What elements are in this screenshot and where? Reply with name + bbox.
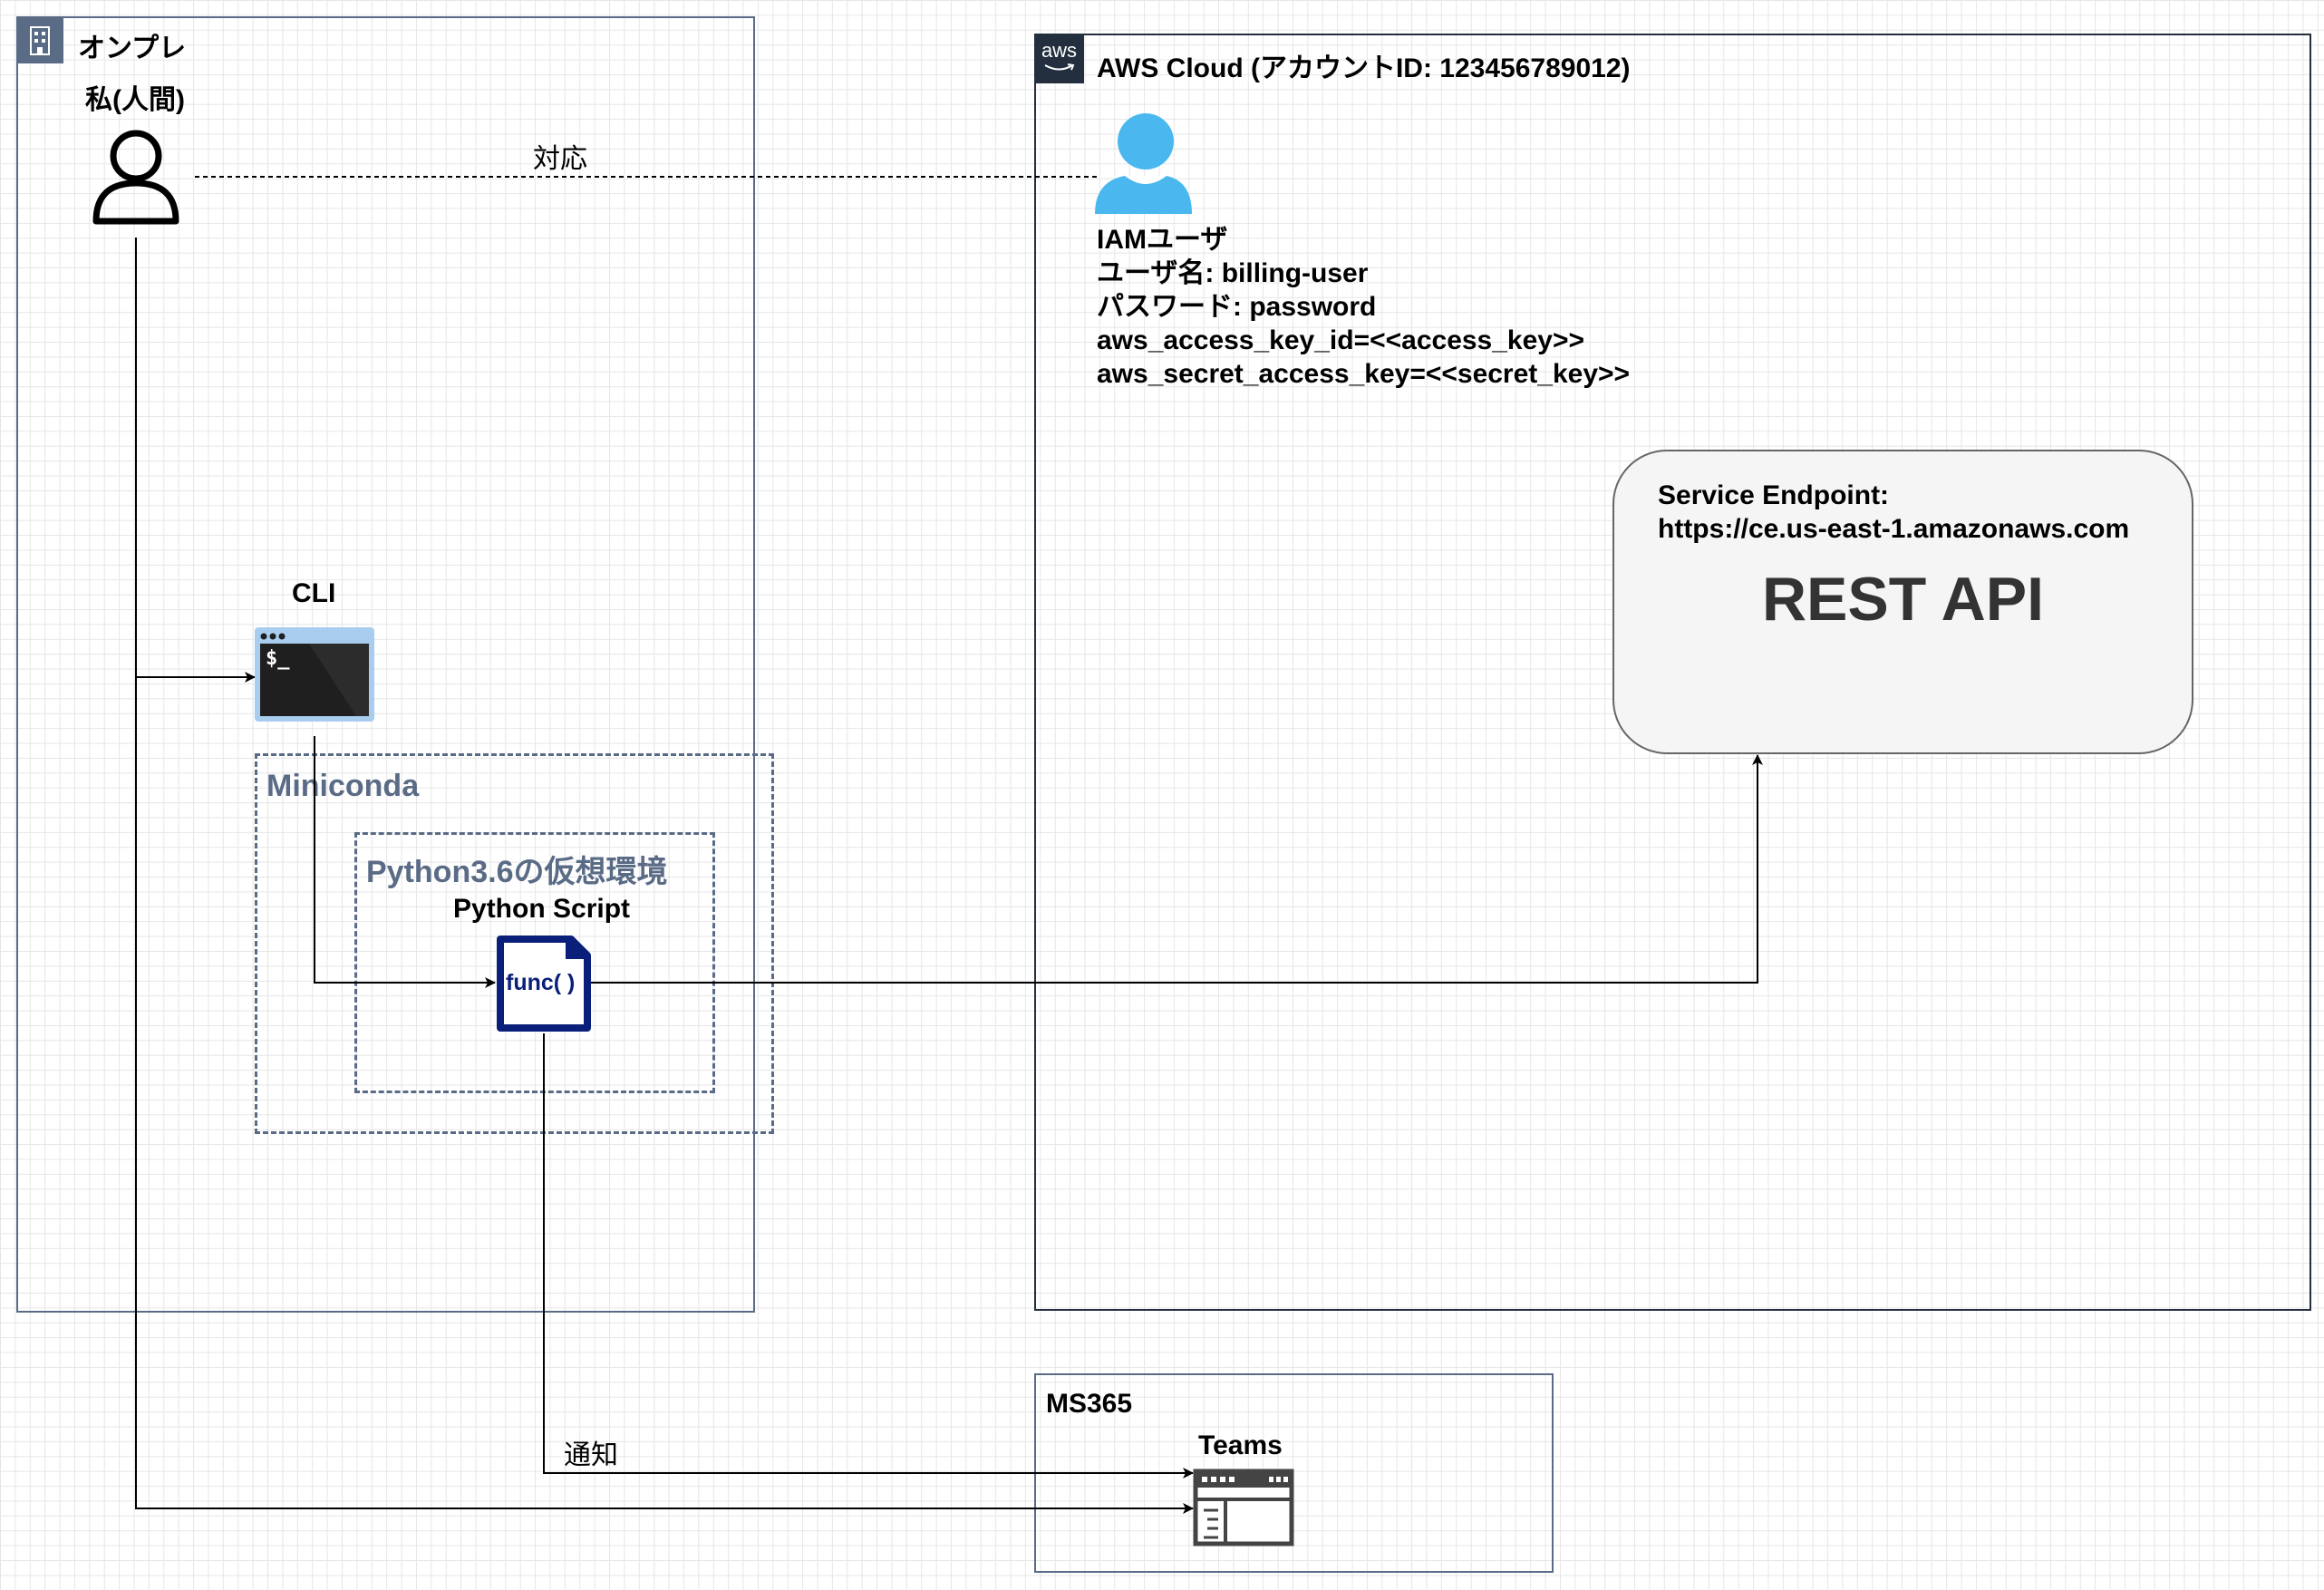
edge-label-correspond: 対応 [533, 144, 587, 174]
edge-script-teams [543, 1033, 1194, 1479]
python-venv-title: Python3.6の仮想環境 [366, 855, 668, 889]
terminal-icon[interactable]: $_ [255, 627, 374, 726]
human-label: 私(人間) [85, 85, 185, 115]
aws-cloud-title: AWS Cloud (アカウントID: 123456789012) [1097, 53, 1631, 83]
aws-logo-icon: aws [1034, 34, 1084, 83]
miniconda-group[interactable] [255, 753, 774, 1134]
iam-line: IAMユーザ [1097, 225, 1228, 255]
endpoint-text: Service Endpoint: https://ce.us-east-1.a… [1658, 479, 2129, 546]
teams-label: Teams [1198, 1430, 1283, 1460]
cli-label: CLI [292, 578, 336, 608]
rest-api-endpoint[interactable]: Service Endpoint: https://ce.us-east-1.a… [1612, 450, 2193, 754]
edge-cli-script [314, 736, 496, 988]
iam-line: ユーザ名: billing-user [1097, 258, 1369, 288]
user-outline-icon[interactable] [91, 127, 181, 231]
edge-label-notify: 通知 [564, 1440, 618, 1470]
miniconda-title: Miniconda [266, 769, 420, 803]
iam-line: aws_access_key_id=<<access_key>> [1097, 325, 1585, 355]
edge-script-endpoint [591, 754, 1763, 984]
python-script-icon[interactable]: func( ) [495, 934, 593, 1038]
onprem-group[interactable] [16, 16, 755, 1313]
aws-logo-word: aws [1041, 39, 1078, 62]
python-script-label: Python Script [453, 894, 631, 924]
python-venv-group[interactable] [354, 832, 715, 1093]
aws-cloud-group[interactable] [1034, 34, 2311, 1311]
edge-human-teams [135, 677, 1194, 1514]
func-text: func( ) [506, 970, 576, 995]
rest-api-title: REST API [1761, 565, 2045, 634]
iam-line: パスワード: password [1097, 292, 1377, 322]
endpoint-line-2: https://ce.us-east-1.amazonaws.com [1658, 514, 2130, 544]
teams-window-icon[interactable] [1193, 1469, 1294, 1551]
terminal-prompt: $_ [266, 647, 290, 670]
edge-human-cli [135, 238, 256, 683]
office-building-icon [16, 16, 63, 63]
iam-user-icon[interactable] [1092, 112, 1192, 218]
iam-line: aws_secret_access_key=<<secret_key>> [1097, 359, 1631, 389]
iam-user-details: IAMユーザ ユーザ名: billing-user パスワード: passwor… [1097, 223, 1630, 391]
onprem-title: オンプレ [78, 34, 187, 63]
endpoint-line-1: Service Endpoint: [1658, 480, 1890, 510]
ms365-title: MS365 [1046, 1389, 1133, 1419]
